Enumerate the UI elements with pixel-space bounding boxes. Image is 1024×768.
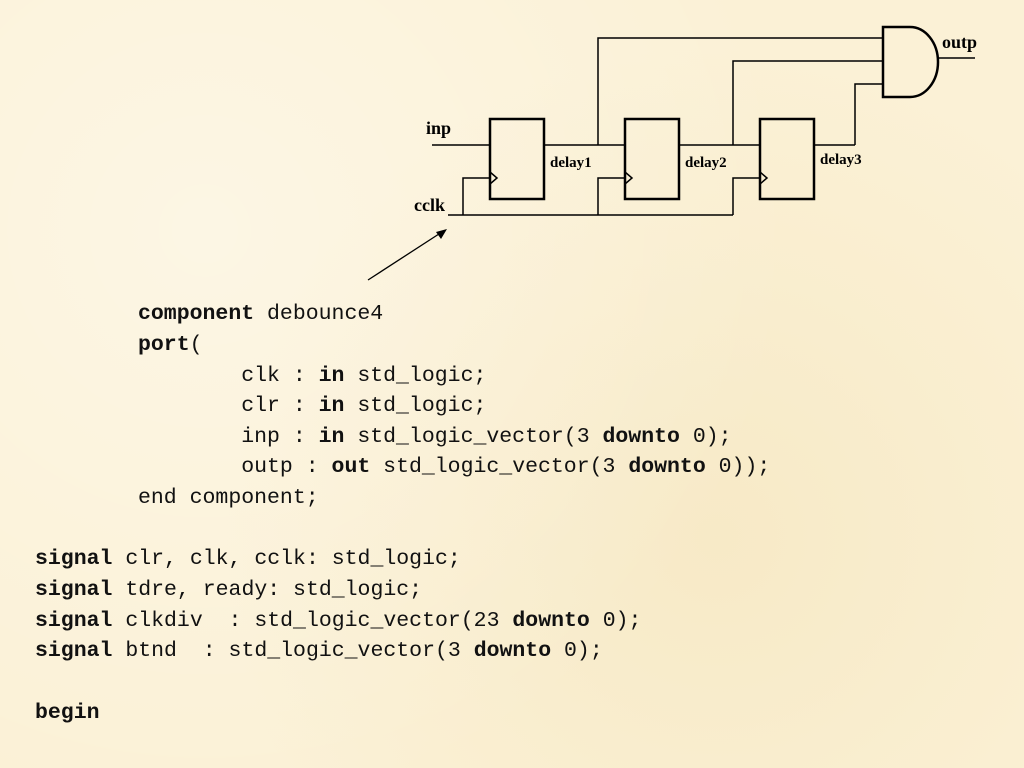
annotation-arrow [367,231,443,281]
code-text: std_logic; [344,394,487,418]
code-text: tdre, ready: std_logic; [112,578,423,602]
code-line: outp : out std_logic_vector(3 downto 0))… [138,455,770,479]
code-text: 0); [589,609,642,633]
code-keyword: in [318,425,345,449]
code-line: port( [138,333,203,357]
code-line: clk : in std_logic; [138,364,486,388]
code-line: begin [35,701,100,725]
code-text: clr : [138,394,319,418]
code-text: clr, clk, cclk: std_logic; [112,547,461,571]
and-gate [881,25,940,99]
code-keyword: signal [35,547,113,571]
debounce-circuit-diagram: inp cclk delay1 delay2 delay3 outp [367,25,977,281]
delay1-to-gate [597,37,883,145]
delay3-to-gate [854,83,883,145]
code-text: ( [189,333,203,357]
code-text: btnd : std_logic_vector(3 [112,639,474,663]
code-keyword: signal [35,609,113,633]
code-keyword: downto [628,455,706,479]
clock-branch-3 [732,177,760,215]
delay3-label: delay3 [820,152,862,168]
code-text: clkdiv : std_logic_vector(23 [112,609,513,633]
inp-label: inp [426,118,451,138]
flip-flop-3 [758,117,816,201]
code-keyword: component [138,302,255,326]
code-text: clk : [138,364,319,388]
clock-input-3 [759,171,769,185]
code-keyword: signal [35,578,113,602]
delay2-label: delay2 [685,155,727,171]
code-line: component debounce4 [138,302,383,326]
code-keyword: port [138,333,190,357]
code-line: signal clr, clk, cclk: std_logic; [35,547,461,571]
code-line: clr : in std_logic; [138,394,486,418]
code-keyword: signal [35,639,113,663]
flip-flop-1 [488,117,546,201]
cclk-label: cclk [414,195,445,215]
annotation-arrowhead [436,229,447,239]
code-text: 0); [679,425,732,449]
code-text: debounce4 [254,302,384,326]
code-keyword: downto [512,609,590,633]
code-text: outp : [138,455,332,479]
code-text: std_logic_vector(3 [370,455,629,479]
outp-label: outp [942,32,977,52]
code-line: signal tdre, ready: std_logic; [35,578,422,602]
code-text: std_logic_vector(3 [344,425,603,449]
code-keyword: downto [473,639,552,663]
clock-branch-2 [597,177,625,215]
clock-input-1 [489,171,499,185]
delay1-label: delay1 [550,155,592,171]
clock-branch-1 [462,177,490,215]
code-line: end component; [138,486,319,510]
delay2-to-gate [732,60,883,145]
code-keyword: downto [602,425,680,449]
code-text: 0)); [705,455,771,479]
code-text: end component; [138,486,319,510]
code-text: std_logic; [344,364,487,388]
code-line: signal btnd : std_logic_vector(3 downto … [35,639,603,663]
code-line: inp : in std_logic_vector(3 downto 0); [138,425,732,449]
code-keyword: begin [35,701,100,725]
code-keyword: in [318,364,345,388]
code-line: signal clkdiv : std_logic_vector(23 down… [35,609,641,633]
code-keyword: in [318,394,345,418]
code-text: 0); [551,639,603,663]
flip-flop-2 [623,117,681,201]
clock-input-2 [624,171,634,185]
code-keyword: out [331,455,371,479]
code-text: inp : [138,425,319,449]
